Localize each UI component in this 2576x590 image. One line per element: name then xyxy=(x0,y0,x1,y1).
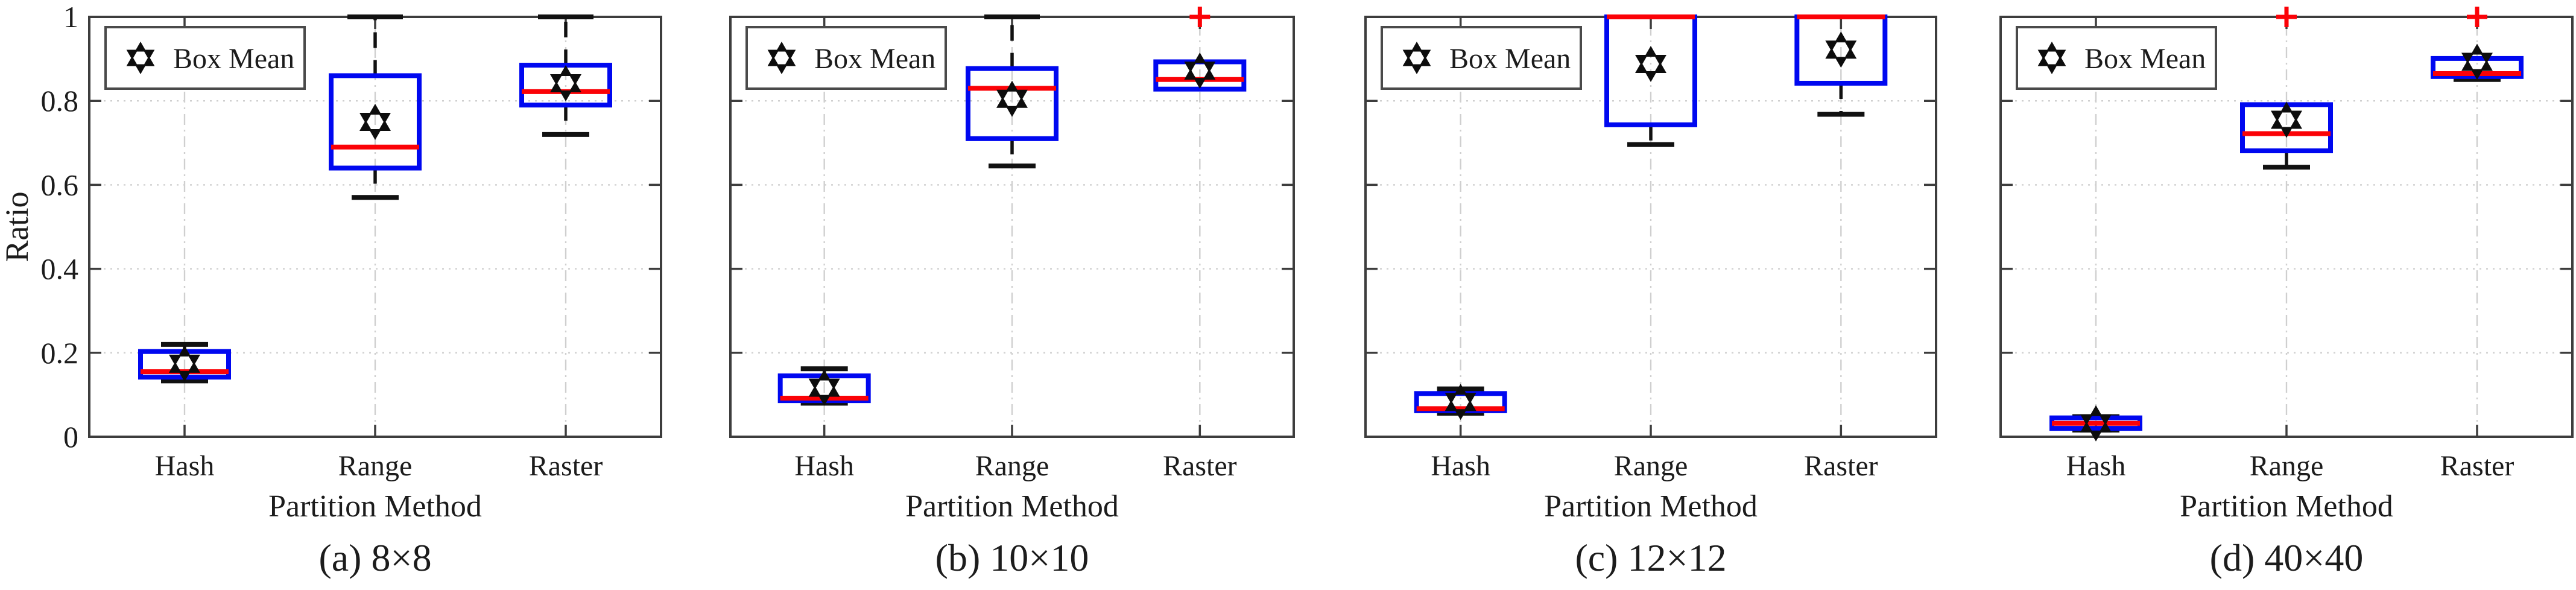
x-tick-label: Raster xyxy=(1163,450,1237,482)
x-tick-label: Raster xyxy=(529,450,603,482)
y-tick-label: 1 xyxy=(63,0,78,34)
legend-label: Box Mean xyxy=(1449,43,1571,75)
box-iqr xyxy=(966,66,1059,141)
legend-mean-marker xyxy=(767,41,796,75)
x-tick-label: Hash xyxy=(1431,450,1490,482)
mean-marker xyxy=(2080,405,2112,442)
subplot-caption: (c) 12×12 xyxy=(1575,536,1726,579)
mean-marker xyxy=(996,80,1028,117)
mean-marker xyxy=(2271,101,2302,138)
box-iqr xyxy=(329,73,422,171)
legend-label: Box Mean xyxy=(2084,43,2206,75)
y-tick-label: 0.2 xyxy=(41,336,79,370)
y-tick-label: 0.8 xyxy=(41,84,79,118)
mean-marker xyxy=(169,345,200,382)
subplot-caption: (d) 40×40 xyxy=(2210,536,2364,579)
mean-marker xyxy=(808,369,840,406)
legend-box xyxy=(745,26,947,90)
mean-marker xyxy=(550,65,581,101)
subplot-caption: (a) 8×8 xyxy=(318,536,431,579)
y-tick-label: 0.4 xyxy=(41,252,79,286)
legend-mean-marker xyxy=(2037,41,2066,75)
mean-marker xyxy=(1184,52,1216,89)
x-tick-label: Range xyxy=(1614,450,1688,482)
y-axis-label: Ratio xyxy=(0,192,35,262)
x-axis-label: Partition Method xyxy=(905,489,1119,524)
legend-mean-marker xyxy=(126,42,155,74)
y-tick-label: 0 xyxy=(63,420,78,454)
x-tick-label: Range xyxy=(338,450,413,482)
x-axis-label: Partition Method xyxy=(2180,489,2393,524)
legend-box xyxy=(1381,26,1582,90)
mean-marker xyxy=(1825,31,1857,68)
mean-marker xyxy=(2461,43,2493,80)
y-tick-label: 0.6 xyxy=(41,168,79,201)
mean-marker xyxy=(1635,45,1666,82)
x-tick-label: Range xyxy=(975,450,1049,482)
x-tick-label: Hash xyxy=(2066,450,2126,482)
legend-box xyxy=(2016,26,2217,90)
legend-box xyxy=(104,26,306,90)
mean-marker xyxy=(1445,384,1476,420)
legend-label: Box Mean xyxy=(814,43,935,75)
x-axis-label: Partition Method xyxy=(268,489,482,524)
mean-marker xyxy=(359,104,391,140)
x-axis-label: Partition Method xyxy=(1544,489,1758,524)
legend-mean-marker xyxy=(1402,41,1431,75)
x-tick-label: Hash xyxy=(794,450,854,482)
subplot-caption: (b) 10×10 xyxy=(935,536,1089,579)
x-tick-label: Range xyxy=(2250,450,2324,482)
legend-label: Box Mean xyxy=(173,43,294,75)
x-tick-label: Raster xyxy=(2440,450,2514,482)
x-tick-label: Hash xyxy=(155,450,215,482)
x-tick-label: Raster xyxy=(1804,450,1878,482)
